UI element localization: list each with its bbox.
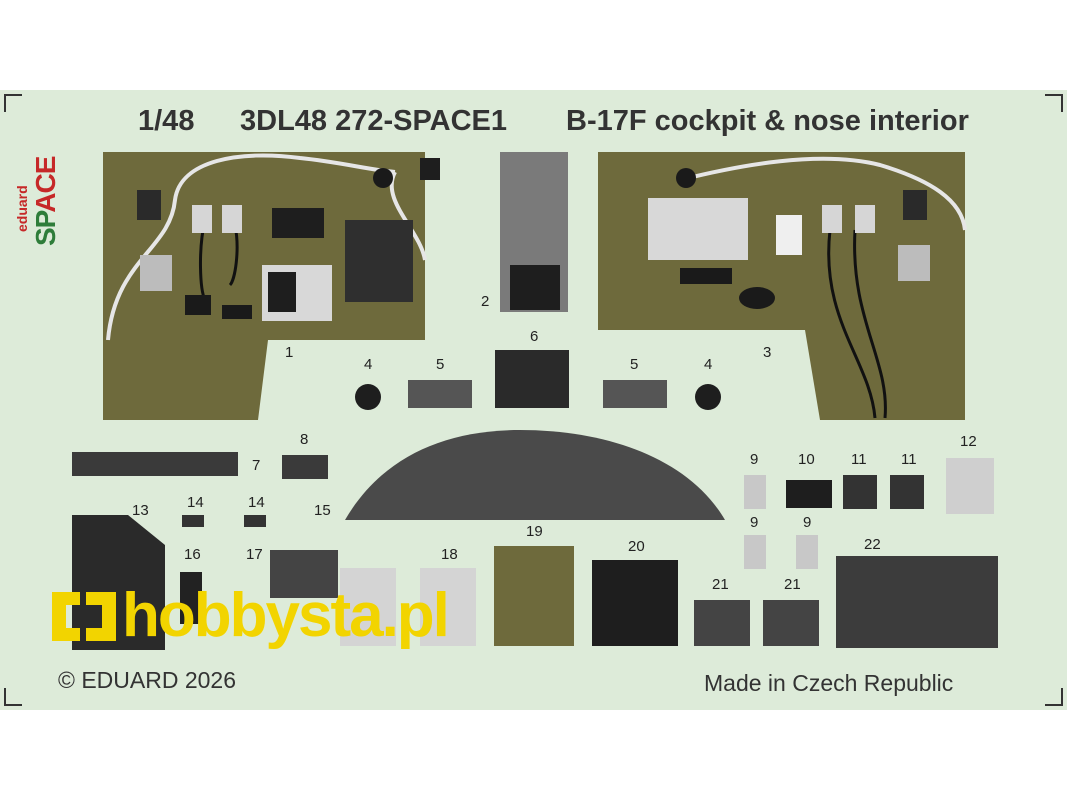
oval-3 [739, 287, 775, 309]
box-3a [648, 198, 748, 260]
part-number-15: 15 [314, 502, 331, 519]
gauge-4b [695, 384, 721, 410]
box-1i [185, 295, 211, 315]
part-9b [744, 535, 766, 569]
part-number-8: 8 [300, 431, 309, 448]
product-title: B-17F cockpit & nose interior [566, 105, 969, 137]
panel-5b [603, 380, 667, 408]
copyright-text: © EDUARD 2026 [58, 667, 237, 693]
box-1a [140, 255, 172, 291]
part-number-13: 13 [132, 502, 149, 519]
box-1c [192, 205, 212, 233]
part-11a [843, 475, 877, 509]
part-9a [744, 475, 766, 509]
part-number-5a: 5 [436, 356, 445, 373]
part-21a [694, 600, 750, 646]
part-number-9a: 9 [750, 451, 759, 468]
panel-6 [495, 350, 569, 408]
part-number-6: 6 [530, 328, 539, 345]
part-number-5b: 5 [630, 356, 639, 373]
part-number-16: 16 [184, 546, 201, 563]
part-12 [946, 458, 994, 514]
part-11b [890, 475, 924, 509]
panel-15 [345, 430, 725, 520]
part-17b [340, 568, 396, 646]
part-number-11a: 11 [851, 451, 867, 468]
part-21b [763, 600, 819, 646]
wire-3c [853, 229, 887, 419]
box-1d [222, 205, 242, 233]
part-9c [796, 535, 818, 569]
corner-mark-bottom-right [1045, 688, 1063, 706]
part-number-1: 1 [285, 344, 294, 361]
part-number-11b: 11 [901, 451, 917, 468]
part-number-3: 3 [763, 344, 772, 361]
box-3c [822, 205, 842, 233]
part-number-4a: 4 [364, 356, 373, 373]
part-number-20: 20 [628, 538, 645, 555]
box-1k [420, 158, 440, 180]
gauge-3a [676, 168, 696, 188]
part-14b [244, 515, 266, 527]
panel-7 [72, 452, 238, 476]
panel-5a [408, 380, 472, 408]
scale-label: 1/48 [138, 105, 195, 137]
box-1h [345, 220, 413, 302]
wire-3b [827, 229, 877, 419]
part-18 [420, 568, 476, 646]
watermark-text: hobbysta.pl [122, 581, 450, 650]
box-1e [272, 208, 324, 238]
part-number-14a: 14 [187, 494, 204, 511]
part-17 [270, 550, 338, 598]
gauge-1a [373, 168, 393, 188]
panel-2-lower [510, 265, 560, 310]
corner-mark-top-left [4, 94, 22, 112]
box-1j [222, 305, 252, 319]
part-number-21a: 21 [712, 576, 729, 593]
part-number-17: 17 [246, 546, 263, 563]
panel-8 [282, 455, 328, 479]
part-number-22: 22 [864, 536, 881, 553]
part-14a [182, 515, 204, 527]
part-number-9c: 9 [803, 514, 812, 531]
box-1b [137, 190, 161, 220]
part-number-10: 10 [798, 451, 815, 468]
origin-text: Made in Czech Republic [704, 670, 954, 696]
watermark-icon [52, 592, 116, 641]
part-number-12: 12 [960, 433, 977, 450]
wire-1a [106, 153, 396, 341]
part-number-9b: 9 [750, 514, 759, 531]
part-16 [180, 572, 202, 624]
part-number-21b: 21 [784, 576, 801, 593]
gauge-4a [355, 384, 381, 410]
wire-3a [679, 156, 967, 231]
panel-13 [72, 515, 165, 650]
part-10 [786, 480, 832, 508]
corner-mark-top-right [1045, 94, 1063, 112]
box-3e [898, 245, 930, 281]
product-code: 3DL48 272-SPACE1 [240, 105, 508, 137]
part-22 [836, 556, 998, 648]
part-number-4b: 4 [704, 356, 713, 373]
box-3b [776, 215, 802, 255]
part-number-2: 2 [481, 293, 490, 310]
part-number-19: 19 [526, 523, 543, 540]
box-1g [268, 272, 296, 312]
part-number-18: 18 [441, 546, 458, 563]
box-3f [903, 190, 927, 220]
corner-mark-bottom-left [4, 688, 22, 706]
box-3g [680, 268, 732, 284]
part-19 [494, 546, 574, 646]
part-number-7: 7 [252, 457, 261, 474]
part-number-14b: 14 [248, 494, 265, 511]
box-3d [855, 205, 875, 233]
part-20 [592, 560, 678, 646]
